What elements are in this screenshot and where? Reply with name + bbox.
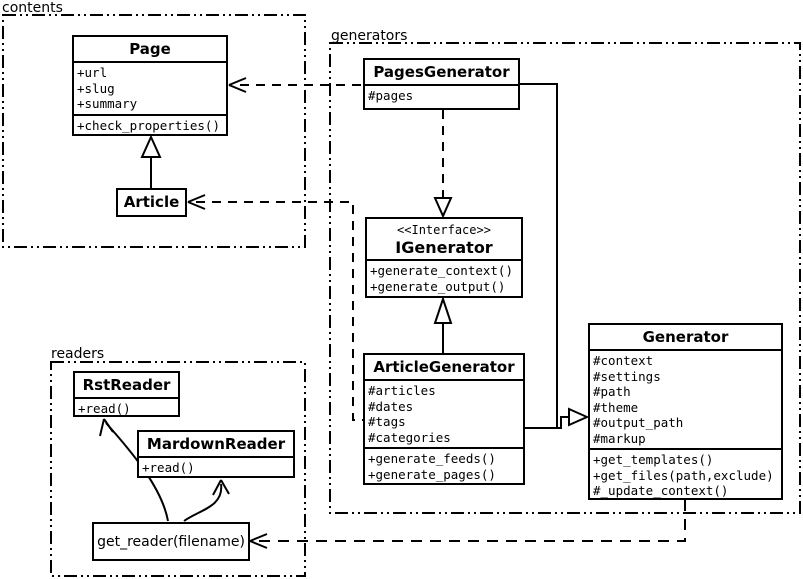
attribute: #output_path [593, 415, 684, 430]
attribute: #pages [368, 88, 414, 103]
class-markdownreader-name: MardownReader [139, 432, 293, 458]
method: +read() [142, 460, 195, 475]
class-articlegenerator-attributes: #articles #dates #tags #categories [365, 381, 523, 447]
method: +check_properties() [77, 117, 220, 133]
class-igenerator-methods: +generate_context() +generate_output() [367, 261, 521, 296]
class-pagesgenerator-attributes: #pages [365, 86, 518, 106]
method: +generate_output() [370, 278, 506, 294]
class-markdownreader: MardownReader +read() [137, 430, 295, 478]
package-label-readers: readers [51, 346, 105, 362]
edge-article-extends-page [140, 134, 162, 188]
class-pagesgenerator: PagesGenerator #pages [363, 58, 520, 110]
package-border-generators [329, 42, 801, 514]
attribute: +url [77, 65, 108, 80]
class-page: Page +url +slug +summary +check_properti… [72, 35, 228, 136]
class-articlegenerator-name: ArticleGenerator [365, 355, 523, 381]
class-generator: Generator #context #settings #path #them… [588, 323, 783, 500]
attribute: #tags [368, 414, 406, 429]
class-page-name: Page [74, 37, 226, 63]
edge-generator-depends-on-getreader [249, 500, 686, 549]
method: +generate_context() [370, 263, 513, 278]
class-pagesgenerator-name: PagesGenerator [365, 60, 518, 86]
attribute: #articles [368, 383, 436, 398]
attribute: #theme [593, 399, 639, 415]
function-get-reader-label: get_reader(filename) [97, 533, 245, 550]
package-border-contents [2, 14, 306, 248]
method: #_update_context() [593, 483, 729, 498]
method: +read() [78, 401, 131, 416]
attribute: +summary [77, 96, 138, 111]
attribute: #markup [593, 430, 646, 446]
class-article: Article [116, 188, 187, 217]
attribute: #categories [368, 429, 451, 445]
method: +generate_feeds() [368, 451, 496, 466]
attribute: #dates [368, 398, 414, 414]
attribute: #path [593, 384, 631, 399]
method: +generate_pages() [368, 466, 496, 482]
class-article-name: Article [123, 193, 180, 211]
class-generator-attributes: #context #settings #path #theme #output_… [590, 351, 781, 448]
method: +get_templates() [593, 452, 714, 467]
class-markdownreader-methods: +read() [139, 458, 293, 476]
class-generator-name: Generator [590, 325, 781, 351]
class-generator-methods: +get_templates() +get_files(path,exclude… [590, 448, 781, 498]
edge-pagesgenerator-realizes-igenerator [433, 110, 453, 219]
class-rstreader: RstReader +read() [73, 371, 180, 417]
class-articlegenerator: ArticleGenerator #articles #dates #tags … [363, 353, 525, 485]
class-igenerator-title: <<Interface>> IGenerator [367, 219, 521, 261]
class-page-attributes: +url +slug +summary [74, 63, 226, 114]
class-rstreader-methods: +read() [75, 399, 178, 416]
class-page-methods: +check_properties() [74, 113, 226, 135]
edge-getreader-to-markdownreader [183, 479, 230, 522]
package-label-contents: contents [2, 0, 63, 16]
class-igenerator-name: IGenerator [395, 238, 493, 257]
edge-generators-extend-generator [520, 83, 590, 429]
package-label-generators: generators [331, 28, 408, 44]
edge-articlegenerator-depends-on-article [187, 194, 363, 421]
attribute: #context [593, 353, 654, 368]
function-get-reader: get_reader(filename) [92, 522, 250, 561]
method: +get_files(path,exclude) [593, 467, 774, 483]
class-articlegenerator-methods: +generate_feeds() +generate_pages() [365, 447, 523, 483]
class-rstreader-name: RstReader [75, 373, 178, 399]
edge-pagesgenerator-depends-on-page [228, 77, 363, 93]
interface-stereotype: <<Interface>> [397, 223, 491, 237]
package-border-readers [50, 361, 306, 577]
edge-articlegenerator-extends-igenerator [433, 295, 453, 353]
class-igenerator: <<Interface>> IGenerator +generate_conte… [365, 217, 523, 298]
attribute: +slug [77, 80, 115, 96]
attribute: #settings [593, 368, 661, 384]
